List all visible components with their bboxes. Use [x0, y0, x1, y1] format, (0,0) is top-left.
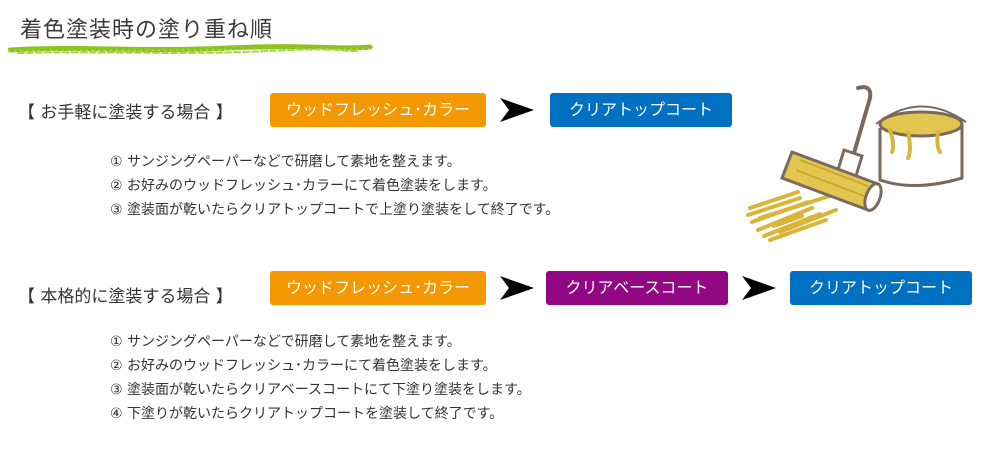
title-underline — [8, 44, 373, 54]
list-item: ① サンジングペーパーなどで研磨して素地を整えます。 — [110, 334, 461, 350]
flow-box-wood-fresh-color: ウッドフレッシュ･カラー — [270, 271, 486, 305]
list-item: ② お好みのウッドフレッシュ･カラーにて着色塗装をします。 — [110, 358, 497, 374]
section-label-easy: 【 お手軽に塗装する場合 】 — [18, 103, 233, 123]
flow-box-clear-top-coat: クリアトップコート — [550, 93, 732, 127]
flow-box-wood-fresh-color: ウッドフレッシュ･カラー — [270, 93, 486, 127]
paint-can-icon — [875, 105, 967, 187]
arrow-right-icon — [500, 98, 534, 122]
page-title: 着色塗装時の塗り重ね順 — [20, 18, 274, 43]
paint-stroke-icon — [746, 190, 838, 242]
flow-box-clear-base-coat: クリアベースコート — [546, 271, 728, 305]
steps-list-easy: ① サンジングペーパーなどで研磨して素地を整えます。 ② お好みのウッドフレッシ… — [110, 150, 559, 222]
paint-roller-icon — [780, 85, 883, 212]
list-item: ③ 塗装面が乾いたらクリアトップコートで上塗り塗装をして終了です。 — [110, 202, 560, 218]
list-item: ② お好みのウッドフレッシュ･カラーにて着色塗装をします。 — [110, 178, 497, 194]
arrow-right-icon — [742, 276, 776, 300]
paint-illustration — [746, 85, 967, 242]
list-item: ③ 塗装面が乾いたらクリアベースコートにて下塗り塗装をします。 — [110, 382, 531, 398]
arrow-right-icon — [500, 276, 534, 300]
flow-box-clear-top-coat: クリアトップコート — [790, 271, 972, 305]
list-item: ④ 下塗りが乾いたらクリアトップコートを塗装して終了です。 — [110, 406, 504, 422]
list-item: ① サンジングペーパーなどで研磨して素地を整えます。 — [110, 154, 461, 170]
steps-list-full: ① サンジングペーパーなどで研磨して素地を整えます。 ② お好みのウッドフレッシ… — [110, 330, 531, 426]
section-label-full: 【 本格的に塗装する場合 】 — [18, 287, 233, 307]
